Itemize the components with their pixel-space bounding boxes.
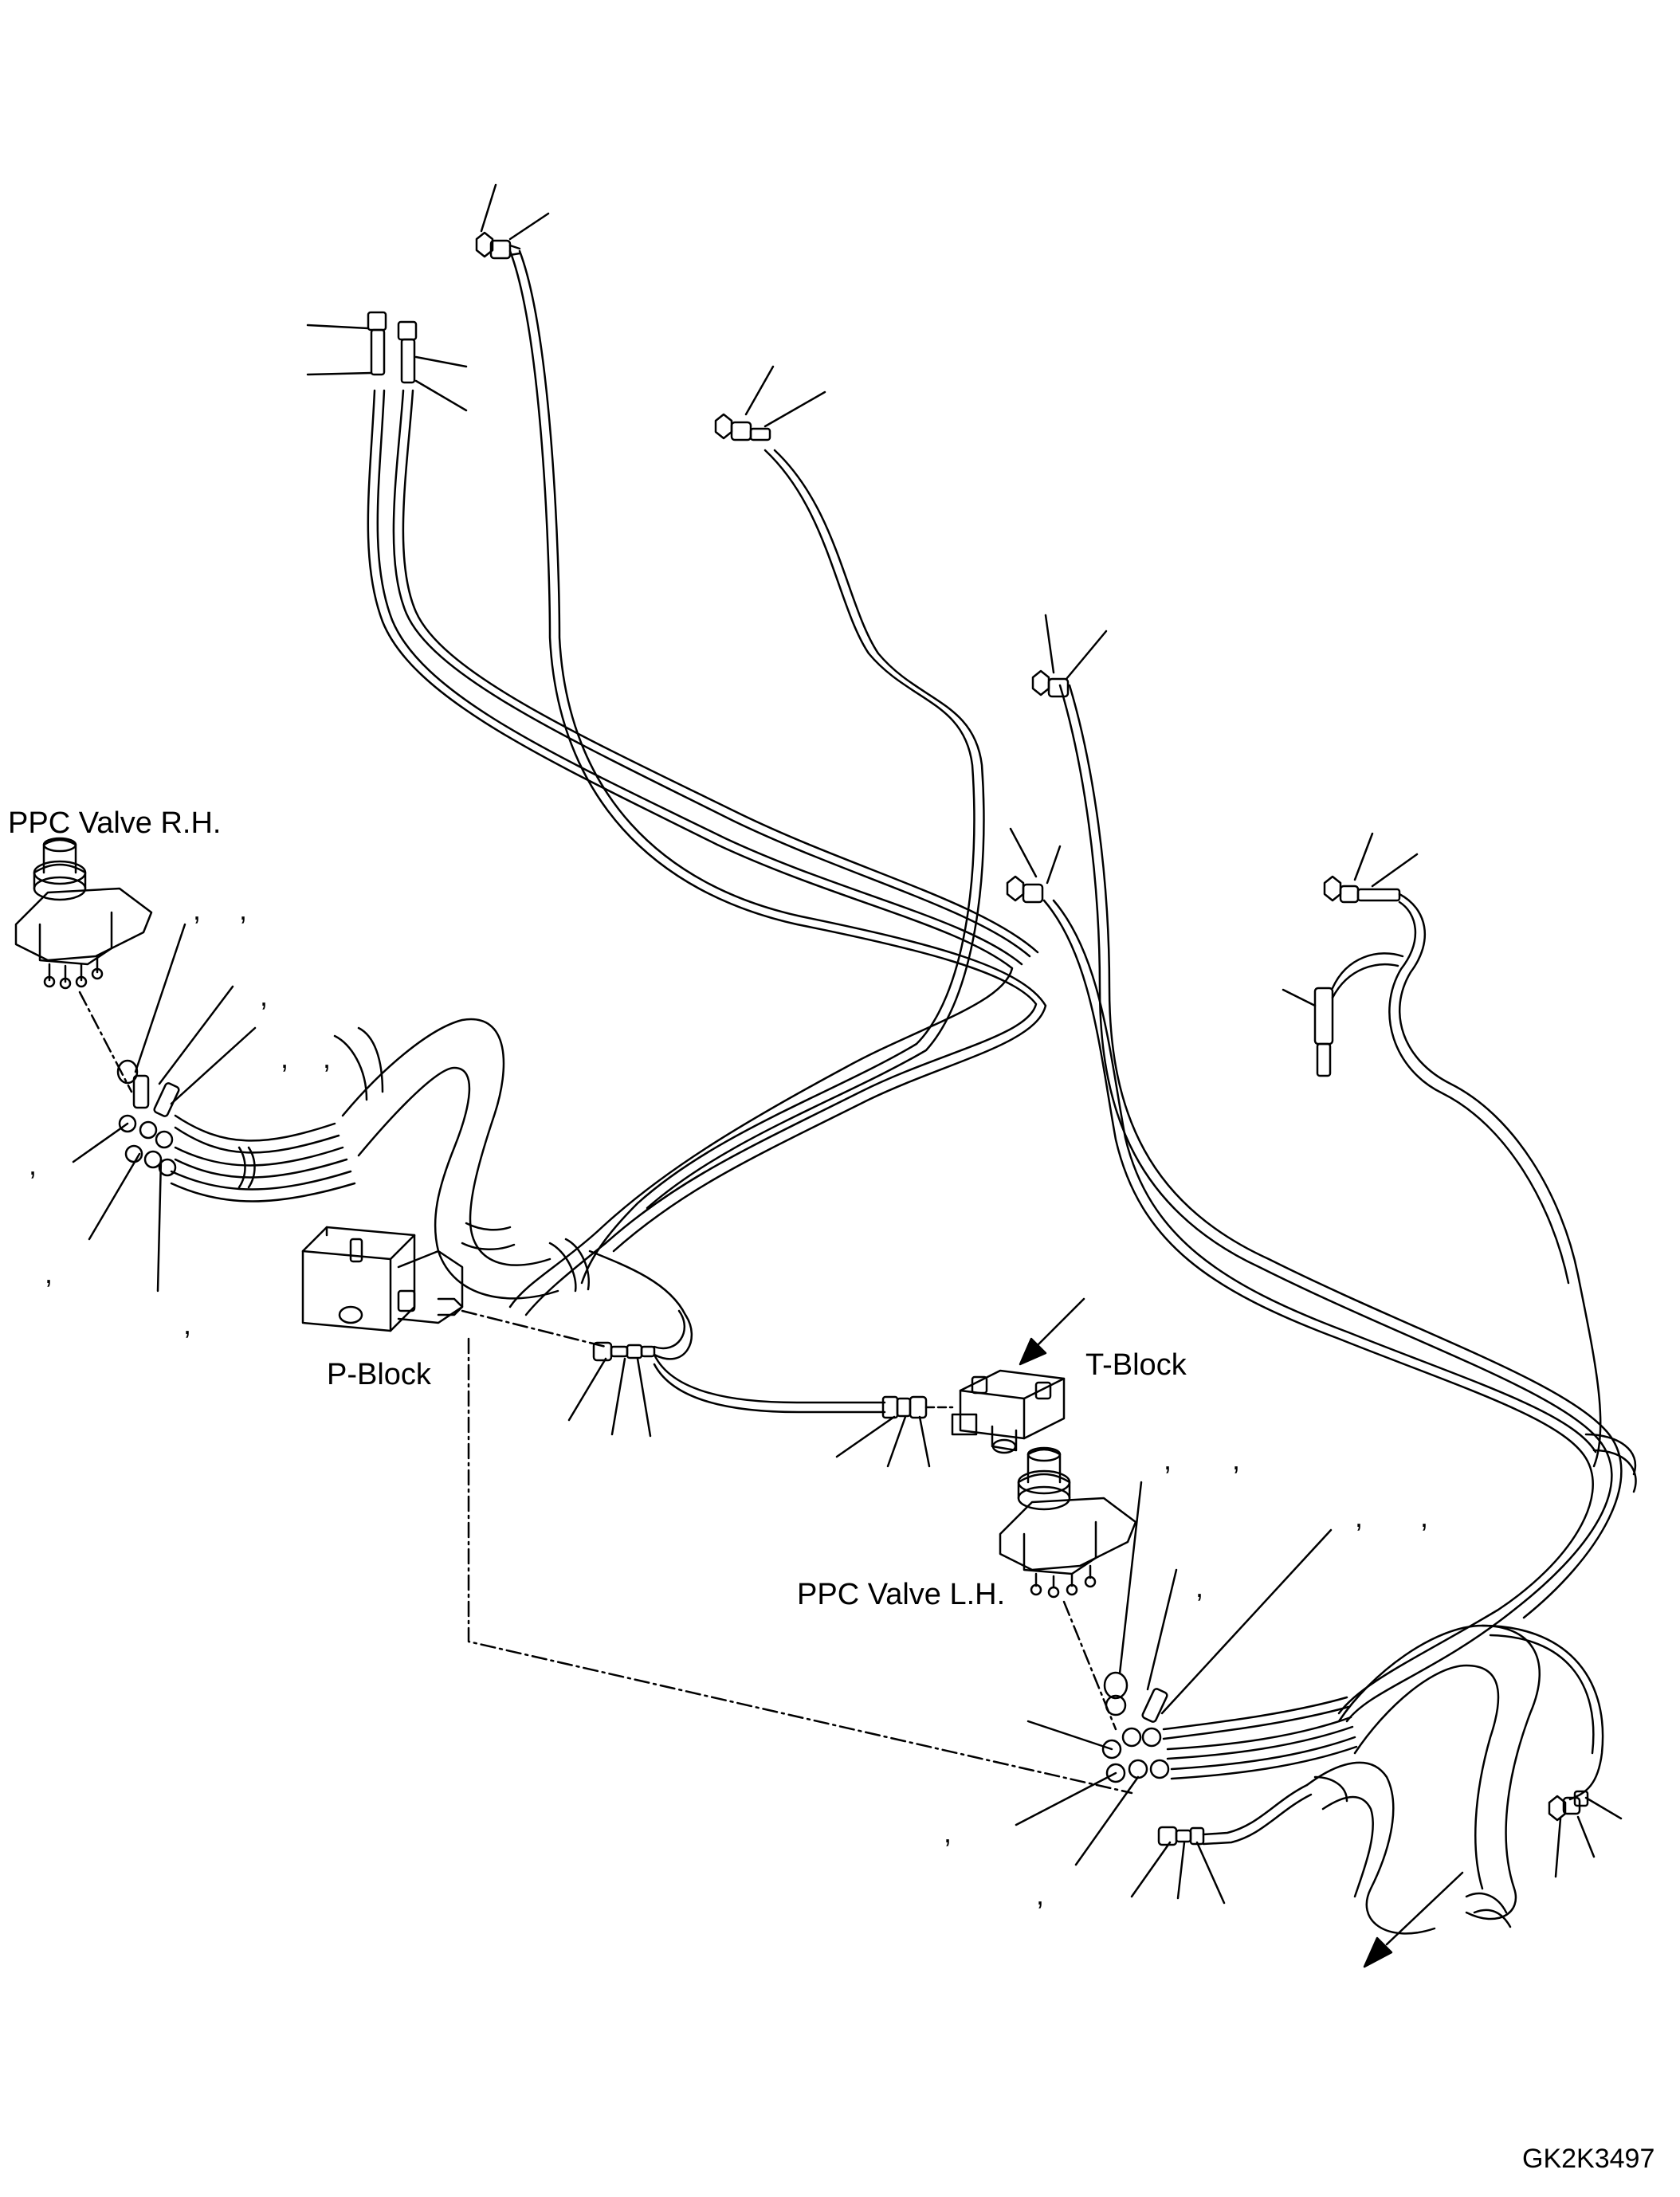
callout-comma: , bbox=[1420, 1501, 1429, 1533]
p-to-t-hose bbox=[567, 1250, 931, 1468]
left-large-hose bbox=[333, 1018, 591, 1300]
p-block-label: P-Block bbox=[327, 1358, 431, 1391]
lh-valve-fittings bbox=[1015, 1481, 1358, 1866]
callout-comma: , bbox=[1232, 1443, 1241, 1476]
ppc-valve-lh bbox=[999, 1446, 1137, 1731]
callout-comma: , bbox=[193, 893, 202, 926]
ppc-valve-rh bbox=[14, 837, 153, 1093]
callout-comma: , bbox=[1355, 1501, 1364, 1533]
callout-comma: , bbox=[281, 1042, 289, 1074]
right-hose-bundle bbox=[1042, 684, 1637, 1723]
callout-comma: , bbox=[239, 893, 248, 926]
rh-valve-fittings bbox=[72, 923, 356, 1293]
t-block-label: T-Block bbox=[1085, 1348, 1187, 1382]
top-hose-fittings bbox=[306, 183, 1419, 1077]
callout-comma: , bbox=[29, 1148, 37, 1181]
upper-hose-bundle bbox=[367, 249, 1047, 1316]
callout-comma: , bbox=[1164, 1443, 1172, 1476]
p-block-drawing bbox=[301, 1226, 1133, 1795]
callout-comma: , bbox=[944, 1816, 952, 1849]
callout-comma: , bbox=[1036, 1878, 1045, 1911]
ppc-valve-lh-label: PPC Valve L.H. bbox=[797, 1578, 1006, 1611]
callout-comma: , bbox=[45, 1257, 53, 1289]
lower-fittings bbox=[1130, 1790, 1623, 1905]
lower-right-large-hose bbox=[1202, 1624, 1604, 1935]
callout-comma: , bbox=[1195, 1571, 1204, 1603]
callout-comma: , bbox=[260, 979, 269, 1012]
direction-arrow bbox=[1363, 1871, 1464, 1968]
ppc-valve-rh-label: PPC Valve R.H. bbox=[8, 806, 222, 840]
callout-comma: , bbox=[323, 1042, 332, 1074]
callout-comma: , bbox=[183, 1308, 192, 1340]
t-block-drawing bbox=[924, 1297, 1085, 1454]
drawing-code: GK2K3497 bbox=[1522, 2144, 1655, 2174]
